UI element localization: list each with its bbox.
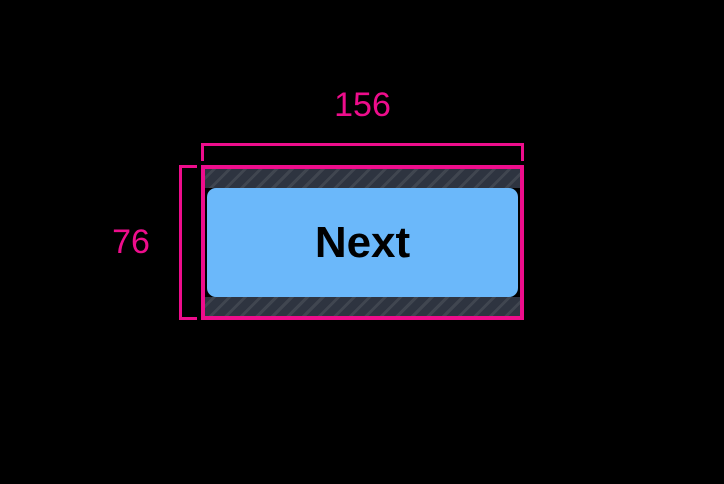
next-button[interactable]: Next: [201, 165, 524, 320]
height-dimension-label: 76: [112, 223, 150, 261]
width-dimension-label: 156: [334, 86, 391, 124]
width-dimension-bracket: [201, 143, 524, 161]
bottom-filler-hatch: [201, 297, 524, 316]
button-face[interactable]: Next: [207, 188, 518, 297]
top-filler-hatch: [201, 169, 524, 188]
height-dimension-bracket: [179, 165, 197, 320]
button-label: Next: [314, 217, 411, 267]
